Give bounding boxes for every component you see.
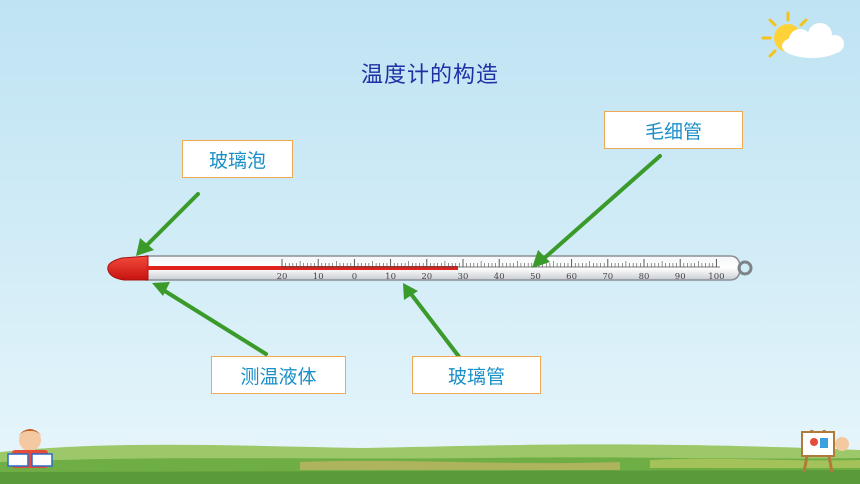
scale-label: 40 <box>494 272 505 282</box>
arrowhead-bulb <box>136 238 154 256</box>
arrow-to-liquid <box>158 286 268 356</box>
glass-bulb <box>107 255 149 281</box>
scale-label: 60 <box>566 272 577 282</box>
scale-label: 70 <box>602 272 613 282</box>
scale-label: 20 <box>277 272 288 282</box>
arrowhead-tube <box>403 283 418 300</box>
liquid-column <box>146 266 458 270</box>
arrowhead-liquid <box>152 282 170 296</box>
scale-label: 90 <box>675 272 686 282</box>
page-title: 温度计的构造 <box>360 63 499 88</box>
scale-label: 10 <box>313 272 324 282</box>
scale-label: 0 <box>352 272 357 282</box>
label-liquid: 测温液体 <box>211 356 346 394</box>
scale-label: 20 <box>421 272 432 282</box>
label-capillary: 毛细管 <box>604 111 743 149</box>
scale-label: 50 <box>530 272 541 282</box>
scale-label: 30 <box>458 272 469 282</box>
scale-label: 10 <box>385 272 396 282</box>
arrow-to-tube <box>406 288 462 360</box>
arrow-to-capillary <box>538 154 662 264</box>
label-tube: 玻璃管 <box>412 356 541 394</box>
arrow-to-bulb <box>140 192 200 252</box>
label-bulb: 玻璃泡 <box>182 140 293 178</box>
scale-label: 100 <box>708 272 724 282</box>
scale-label: 80 <box>639 272 650 282</box>
tube-end-loop <box>737 260 753 276</box>
arrowhead-capillary <box>532 250 550 268</box>
